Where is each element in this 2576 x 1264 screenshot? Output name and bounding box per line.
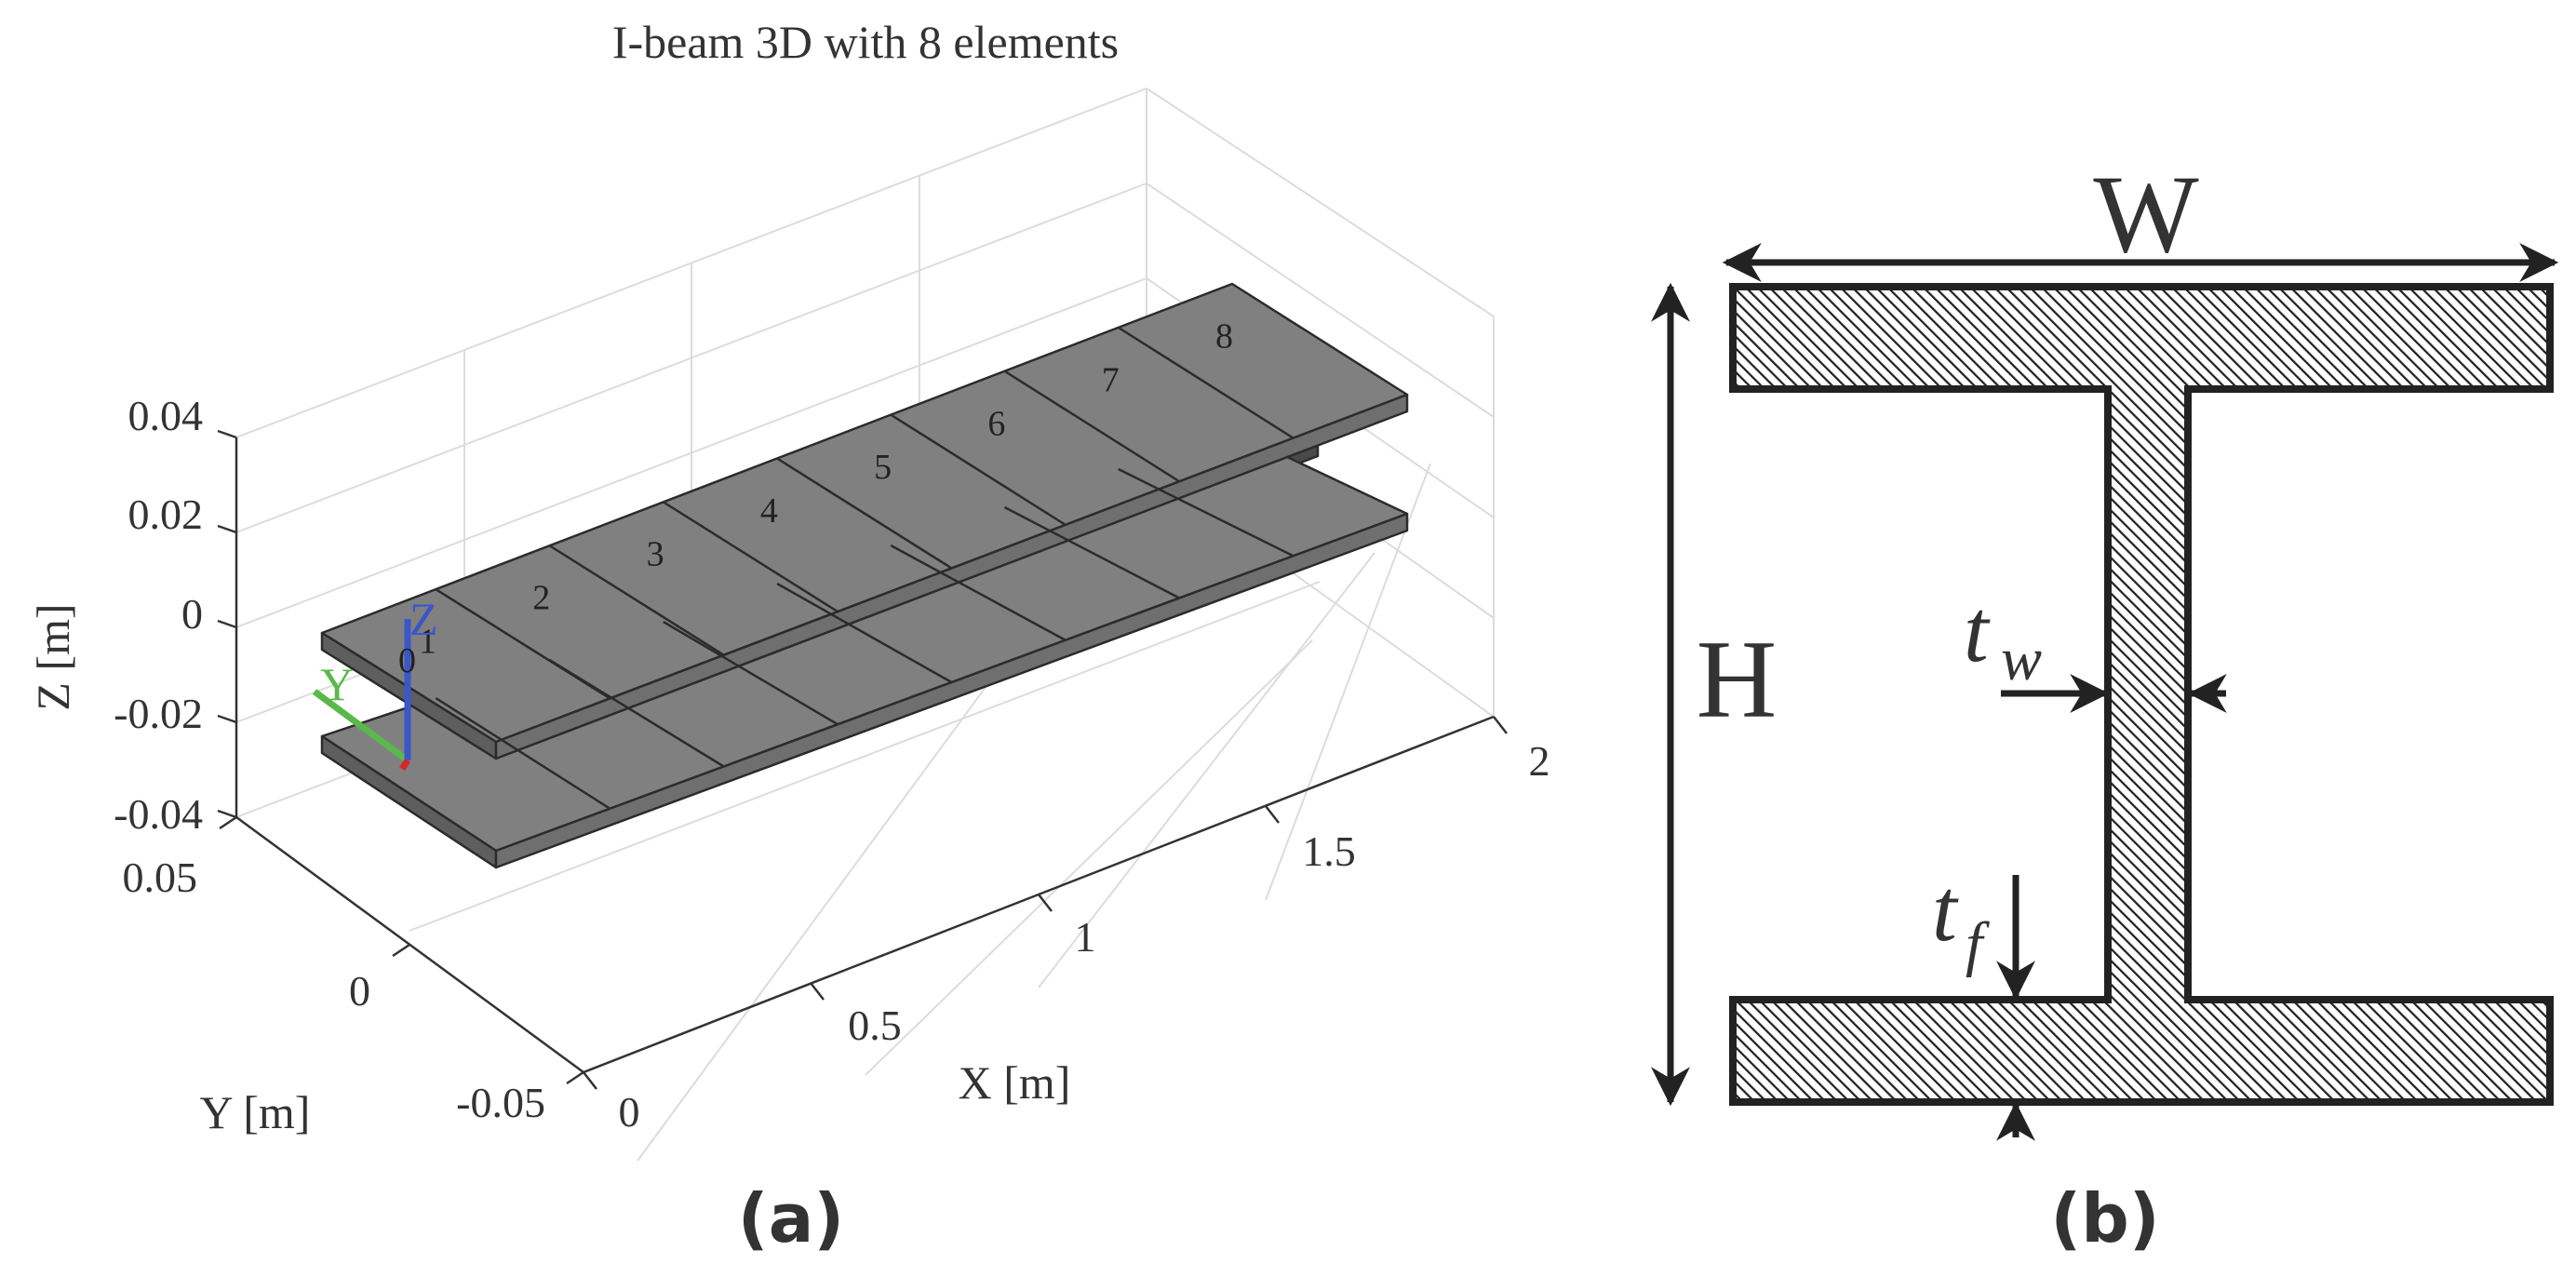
x-tick-labels: 0 0.5 1 1.5 2 — [619, 737, 1550, 1136]
panel-a: I-beam 3D with 8 elements — [27, 16, 1550, 1257]
bottom-flange-side — [494, 512, 1409, 869]
element-number: 2 — [532, 579, 550, 618]
top-flange-division — [890, 413, 1067, 526]
z-tick: 0 — [181, 590, 203, 638]
z-tick: -0.04 — [114, 790, 203, 838]
top-flange-division — [663, 501, 839, 613]
bottom-flange-division — [1003, 505, 1180, 599]
element-number: 6 — [987, 404, 1005, 443]
height-label: H — [1697, 617, 1778, 741]
panel-b: W H t w t f (b) — [1651, 152, 2559, 1257]
triad-y-label: Y — [320, 658, 354, 710]
y-tick: -0.05 — [456, 1079, 545, 1126]
x-tick: 0 — [619, 1088, 640, 1136]
web-thickness-subscript: w — [2001, 625, 2042, 693]
axis-lines — [217, 429, 1508, 1090]
x-tick: 1.5 — [1302, 827, 1356, 875]
plot-title: I-beam 3D with 8 elements — [612, 16, 1119, 68]
top-flange-side — [494, 393, 1409, 760]
width-label: W — [2093, 152, 2199, 276]
z-axis-label: Z [m] — [27, 603, 79, 710]
x-axis-label: X [m] — [959, 1056, 1071, 1109]
triad-y-axis — [312, 689, 410, 763]
element-number: 3 — [647, 535, 664, 574]
top-flange-division — [776, 457, 953, 570]
z-tick: -0.02 — [114, 690, 203, 737]
bottom-flange-division — [435, 696, 611, 810]
y-tick-labels: 0.05 0 -0.05 — [123, 854, 546, 1126]
bottom-flange-division — [1118, 467, 1295, 558]
flange-thickness-subscript: f — [1966, 910, 1990, 978]
bottom-flange-division — [548, 658, 725, 768]
top-flange-division — [1118, 326, 1295, 439]
web-thickness-label: t — [1964, 581, 1991, 680]
top-flange-division — [548, 545, 725, 656]
element-number: 8 — [1215, 317, 1233, 356]
y-tick: 0.05 — [123, 854, 198, 901]
i-section-shape — [1729, 283, 2554, 1106]
z-tick: 0.04 — [128, 392, 204, 439]
element-divisions — [435, 326, 1295, 810]
i-beam-model — [320, 282, 1409, 869]
top-flange-division — [1003, 370, 1180, 483]
x-tick: 0.5 — [848, 1002, 902, 1049]
triad-z-label: Z — [409, 593, 438, 645]
z-tick-labels: 0.04 0.02 0 -0.02 -0.04 — [114, 392, 203, 838]
element-number: 4 — [760, 491, 778, 531]
flange-thickness-label: t — [1932, 860, 1959, 960]
element-number: 7 — [1102, 361, 1120, 400]
x-tick: 1 — [1075, 913, 1096, 961]
coordinate-triad: Y Z 0 — [312, 593, 438, 771]
bottom-flange-division — [776, 582, 953, 684]
triad-x-axis — [399, 759, 410, 771]
y-tick: 0 — [349, 967, 370, 1015]
element-number: 1 — [419, 622, 436, 661]
y-axis-label: Y [m] — [200, 1086, 311, 1138]
bottom-flange-division — [663, 620, 839, 726]
element-number: 5 — [874, 448, 892, 487]
triad-origin-label: 0 — [398, 641, 416, 680]
bottom-flange-division — [890, 544, 1067, 641]
z-tick: 0.02 — [128, 491, 204, 538]
x-tick: 2 — [1529, 737, 1550, 785]
panel-a-label: (a) — [738, 1179, 844, 1257]
panel-b-label: (b) — [2050, 1179, 2159, 1257]
element-labels: 1 2 3 4 5 6 7 8 — [419, 317, 1233, 662]
